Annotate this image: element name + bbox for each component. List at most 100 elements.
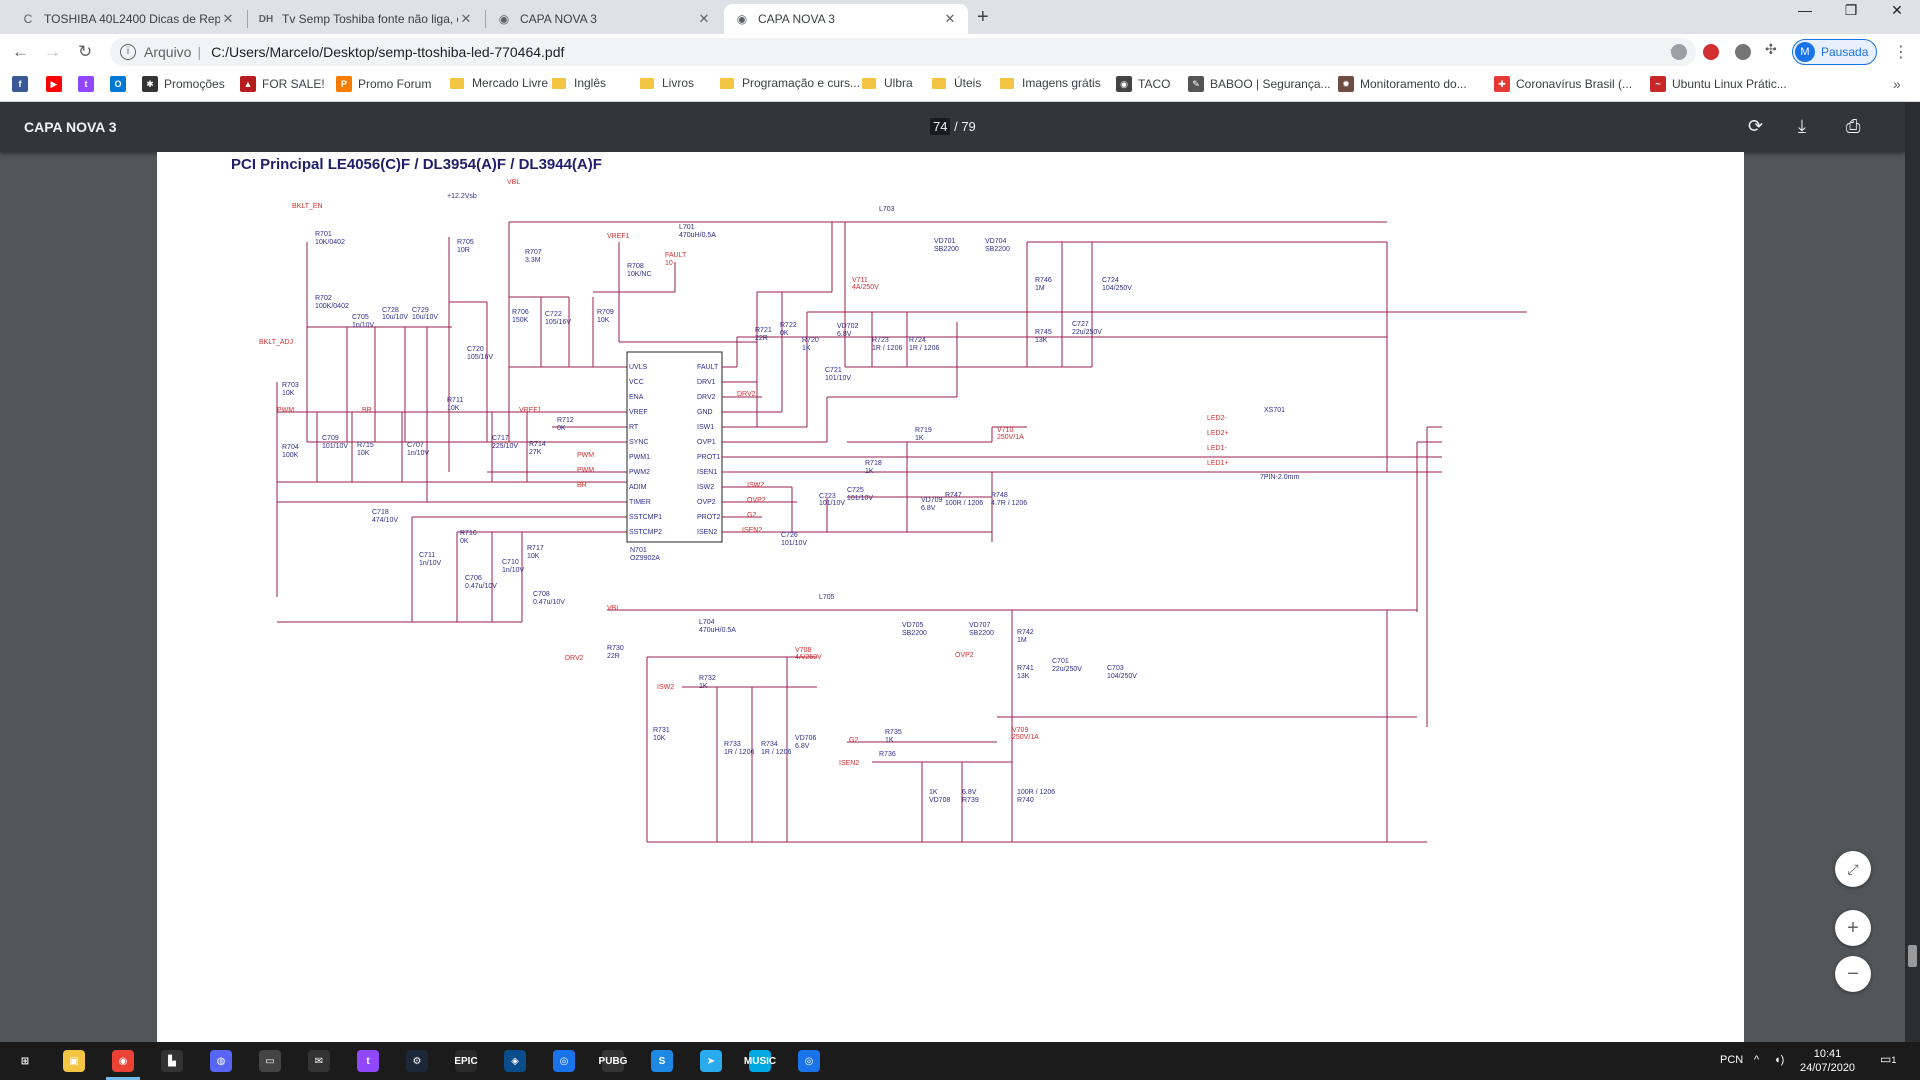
youtube-icon: ▶ xyxy=(46,76,62,92)
close-icon[interactable]: ✕ xyxy=(222,11,234,26)
close-icon[interactable]: ✕ xyxy=(460,11,472,26)
schematic-label: PWM2 xyxy=(629,469,650,476)
bookmark-item[interactable]: ✚Coronavírus Brasil (... xyxy=(1494,76,1632,92)
bookmark-item[interactable]: Programação e curs... xyxy=(720,76,860,90)
bookmark-item[interactable]: ✎BABOO | Segurança... xyxy=(1188,76,1331,92)
extension-shield-icon[interactable] xyxy=(1671,44,1687,60)
zoom-out-button[interactable]: − xyxy=(1835,956,1871,992)
fit-to-page-button[interactable]: ⤢ xyxy=(1835,851,1871,887)
bookmark-item[interactable]: Ulbra xyxy=(862,76,913,90)
bookmark-item[interactable]: Inglês xyxy=(552,76,606,90)
new-tab-button[interactable]: + xyxy=(977,6,989,28)
pubg-icon[interactable]: PUBG xyxy=(599,1050,627,1072)
schematic-label: 0.47u/10V xyxy=(533,599,565,606)
schematic-label: 1n/10V xyxy=(502,567,525,574)
game-icon[interactable]: ▭ xyxy=(259,1050,281,1072)
schematic-net-label: PWM xyxy=(277,407,294,414)
chevron-up-icon[interactable]: ^ xyxy=(1754,1054,1760,1066)
scrollbar-thumb[interactable] xyxy=(1908,945,1917,967)
bookmark-item[interactable]: t xyxy=(78,76,100,92)
schematic-label: 4.7R / 1206 xyxy=(157,152,193,154)
outlook-icon: O xyxy=(110,76,126,92)
app-icon[interactable]: ◈ xyxy=(504,1050,526,1072)
bookmark-item[interactable]: ▲FOR SALE! xyxy=(240,76,325,92)
bookmark-label: Monitoramento do... xyxy=(1360,77,1467,91)
mail-icon[interactable]: ✉ xyxy=(308,1050,330,1072)
tab-title: CAPA NOVA 3 xyxy=(758,12,835,26)
file-explorer-icon[interactable]: ▣ xyxy=(63,1050,85,1072)
bookmarks-overflow-icon[interactable]: » xyxy=(1893,76,1901,92)
bookmark-item[interactable]: Imagens grátis xyxy=(1000,76,1101,90)
rotate-icon[interactable]: ⟳ xyxy=(1748,116,1764,136)
address-url[interactable]: C:/Users/Marcelo/Desktop/semp-ttoshiba-l… xyxy=(211,44,565,60)
close-icon[interactable]: ✕ xyxy=(944,11,956,26)
system-clock[interactable]: 10:41 24/07/2020 xyxy=(1800,1047,1855,1075)
zoom-in-button[interactable]: + xyxy=(1835,910,1871,946)
extensions-puzzle-icon[interactable]: ✣ xyxy=(1765,41,1777,57)
close-window-button[interactable]: ✕ xyxy=(1891,2,1903,18)
amazon-music-icon[interactable]: MUSIC xyxy=(744,1050,776,1072)
maximize-button[interactable]: ❐ xyxy=(1844,2,1858,18)
bookmark-label: Coronavírus Brasil (... xyxy=(1516,77,1633,91)
volume-icon[interactable]: ◖) xyxy=(1774,1054,1785,1066)
site-favicon-icon: C xyxy=(23,12,33,26)
vertical-scrollbar[interactable] xyxy=(1905,102,1920,1042)
bookmark-item[interactable]: ✹Monitoramento do... xyxy=(1338,76,1467,92)
bookmark-item[interactable]: f xyxy=(12,76,34,92)
clock-date: 24/07/2020 xyxy=(1800,1062,1856,1074)
bookmark-item[interactable]: ◉TACO xyxy=(1116,76,1170,92)
schematic-label: 1K xyxy=(915,435,924,442)
windows-start-icon[interactable]: ⊞ xyxy=(14,1050,36,1072)
twitch-icon[interactable]: t xyxy=(357,1050,379,1072)
tab-semp-toshiba-fonte[interactable]: DH Tv Semp Toshiba fonte não liga, c ✕ xyxy=(248,4,484,34)
bookmark-item[interactable]: ▶ xyxy=(46,76,68,92)
uplay-icon[interactable]: ◎ xyxy=(553,1050,575,1072)
bookmark-label: TACO xyxy=(1138,77,1171,91)
schematic-label: VD701 xyxy=(934,238,956,245)
current-page-input[interactable]: 74 xyxy=(930,118,951,135)
schematic-label: 105/16V xyxy=(545,319,571,326)
bookmark-item[interactable]: ~Ubuntu Linux Prátic... xyxy=(1650,76,1787,92)
download-icon[interactable]: ⤓ xyxy=(1798,116,1806,136)
extension-block-icon[interactable] xyxy=(1735,44,1751,60)
skype-icon[interactable]: S xyxy=(651,1050,673,1072)
tab-capa-nova-3-a[interactable]: ◉ CAPA NOVA 3 ✕ xyxy=(486,4,722,34)
schematic-label: 6.8V xyxy=(837,331,852,338)
bookmark-item[interactable]: Mercado Livre xyxy=(450,76,548,90)
bookmark-item[interactable]: O xyxy=(110,76,132,92)
reload-button[interactable]: ↻ xyxy=(78,42,93,61)
print-icon[interactable]: ⎙ xyxy=(1846,116,1861,136)
tab-capa-nova-3-active[interactable]: ◉ CAPA NOVA 3 ✕ xyxy=(724,4,968,34)
schematic-label: N701 xyxy=(630,547,647,554)
notification-icon[interactable]: ▭1 xyxy=(1880,1052,1897,1066)
tab-strip: C TOSHIBA 40L2400 Dicas de Repa ✕ DH Tv … xyxy=(0,0,1920,34)
back-button[interactable]: ← xyxy=(12,42,29,61)
bookmark-item[interactable]: Livros xyxy=(640,76,694,90)
uplay-icon[interactable]: ◎ xyxy=(798,1050,820,1072)
steam-icon[interactable]: ⚙ xyxy=(406,1050,428,1072)
close-icon[interactable]: ✕ xyxy=(698,11,710,26)
schematic-label: R715 xyxy=(357,442,374,449)
menu-kebab-icon[interactable]: ⋮ xyxy=(1893,44,1909,61)
profile-button[interactable]: M Pausada xyxy=(1792,39,1878,65)
tab-title: TOSHIBA 40L2400 Dicas de Repa xyxy=(44,12,220,26)
minimize-button[interactable]: — xyxy=(1798,2,1812,18)
schematic-label: R703 xyxy=(282,382,299,389)
schematic-net-label: G2 xyxy=(849,737,858,744)
bookmark-item[interactable]: ✱Promoções xyxy=(142,76,225,92)
extension-ublock-icon[interactable] xyxy=(1703,44,1719,60)
app-icon[interactable]: ▙ xyxy=(161,1050,183,1072)
bookmark-item[interactable]: Úteis xyxy=(932,76,981,90)
schematic-labels: R70110K/0402R702100K/0402C7051n/10VC7281… xyxy=(157,152,1299,804)
telegram-icon[interactable]: ➤ xyxy=(700,1050,722,1072)
forward-button[interactable]: → xyxy=(44,42,61,61)
epic-games-icon[interactable]: EPIC xyxy=(454,1050,478,1072)
info-icon[interactable]: i xyxy=(120,44,136,60)
tab-toshiba-dicas[interactable]: C TOSHIBA 40L2400 Dicas de Repa ✕ xyxy=(10,4,246,34)
language-indicator[interactable]: PCN xyxy=(1720,1054,1744,1066)
clock-time: 10:41 xyxy=(1813,1048,1842,1060)
chrome-icon[interactable]: ◉ xyxy=(112,1050,134,1072)
discord-icon[interactable]: ◍ xyxy=(210,1050,232,1072)
address-bar[interactable]: i Arquivo | C:/Users/Marcelo/Desktop/sem… xyxy=(110,38,1696,66)
